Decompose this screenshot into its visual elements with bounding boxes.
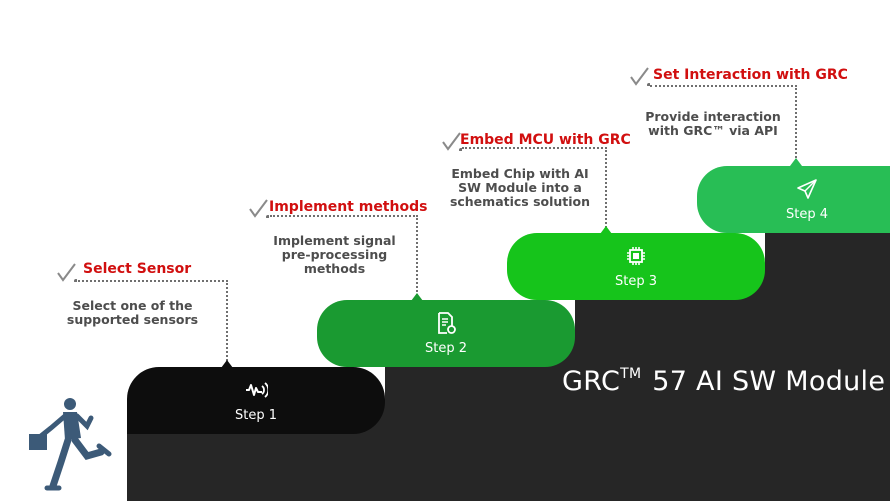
connector-step-3 [462,147,607,228]
staircase-base-4 [765,232,890,272]
pointer-step-1 [221,360,233,368]
module-trademark: TM [620,366,642,382]
module-name: GRCTM 57 AI SW Module [562,366,885,397]
document-processing-icon [438,312,456,334]
step-4-block: Step 4 [697,166,890,233]
connector-step-4 [650,85,797,161]
step-3-description: Embed Chip with AI SW Module into a sche… [449,166,591,209]
pointer-step-2 [411,293,423,301]
check-icon [57,263,77,282]
connector-step-2 [270,215,418,296]
step-1-block: Step 1 [127,367,385,434]
paper-plane-icon [797,179,817,199]
connector-step-1 [78,280,228,364]
module-prefix: GRC [562,366,621,397]
step-2-label: Step 2 [424,341,467,356]
check-icon [249,199,269,218]
chip-icon [627,247,645,265]
step-2-title: Implement methods [269,199,428,215]
step-3-title: Embed MCU with GRC [460,132,631,148]
module-suffix: 57 AI SW Module [652,366,886,397]
step-3-label: Step 3 [614,274,657,289]
pointer-step-3 [600,226,612,234]
sensor-wave-icon [246,382,268,398]
step-4-description: Provide interaction with GRC™ via API [645,109,781,138]
step-1-description: Select one of the supported sensors [66,298,199,327]
check-icon [442,132,462,151]
step-1-title: Select Sensor [83,261,192,277]
step-4-label: Step 4 [785,207,828,222]
step-2-block: Step 2 [317,300,575,367]
walking-businessman-figure [29,398,112,491]
step-4-title: Set Interaction with GRC [653,67,848,83]
step-2-description: Implement signal pre-processing methods [273,233,396,276]
step-1-label: Step 1 [234,408,277,423]
step-3-block: Step 3 [507,233,765,300]
check-icon [630,67,650,86]
pointer-step-4 [790,158,802,166]
